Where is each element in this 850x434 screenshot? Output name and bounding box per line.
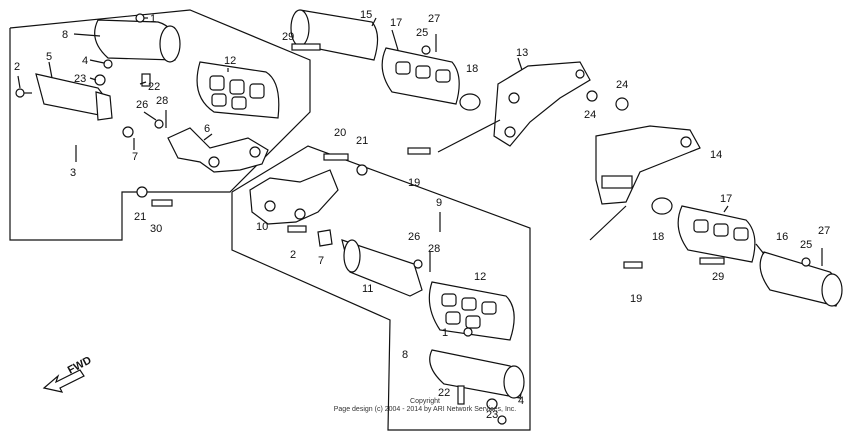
callout-8: 8 xyxy=(402,349,408,361)
callout-4: 4 xyxy=(518,395,524,407)
callout-8: 8 xyxy=(62,29,68,41)
bracket-13 xyxy=(493,61,591,147)
callout-28: 28 xyxy=(156,95,168,107)
step-rubber-16-right xyxy=(759,251,843,307)
group-outline-left xyxy=(9,9,311,241)
step-bar-11 xyxy=(341,239,423,297)
callout-2: 2 xyxy=(14,61,20,73)
callout-1: 1 xyxy=(150,13,156,25)
callout-22: 22 xyxy=(148,81,160,93)
callout-23: 23 xyxy=(74,73,86,85)
callout-10: 10 xyxy=(256,221,268,233)
callout-21: 21 xyxy=(356,135,368,147)
callout-16: 16 xyxy=(776,231,788,243)
callout-7: 7 xyxy=(132,151,138,163)
callout-11: 11 xyxy=(362,283,373,295)
callout-29: 29 xyxy=(282,31,294,43)
callout-25: 25 xyxy=(800,239,812,251)
callout-27: 27 xyxy=(428,13,440,25)
callout-17: 17 xyxy=(720,193,732,205)
callout-12: 12 xyxy=(474,271,486,283)
callout-12: 12 xyxy=(224,55,236,67)
copyright-text: Page design (c) 2004 - 2014 by ARI Netwo… xyxy=(333,406,517,413)
callout-2: 2 xyxy=(290,249,296,261)
callout-18: 18 xyxy=(652,231,664,243)
callout-19: 19 xyxy=(630,293,642,305)
callout-24: 24 xyxy=(584,109,596,121)
callout-30: 30 xyxy=(150,223,162,235)
callout-9: 9 xyxy=(436,197,442,209)
bracket-6-left xyxy=(167,127,269,173)
callout-7: 7 xyxy=(318,255,324,267)
callout-14: 14 xyxy=(710,149,722,161)
callout-1: 1 xyxy=(442,327,448,339)
callout-5: 5 xyxy=(46,51,52,63)
callout-26: 26 xyxy=(136,99,148,111)
callout-19: 19 xyxy=(408,177,420,189)
bracket-14 xyxy=(595,125,701,205)
step-rubber-12-center xyxy=(428,281,515,341)
callout-29: 29 xyxy=(712,271,724,283)
step-rubber-17-top xyxy=(381,47,460,105)
callout-21: 21 xyxy=(134,211,146,223)
callout-22: 22 xyxy=(438,387,450,399)
callout-18: 18 xyxy=(466,63,478,75)
step-bar-5-left xyxy=(35,73,113,121)
callout-20: 20 xyxy=(334,127,346,139)
callout-3: 3 xyxy=(70,167,76,179)
callout-28: 28 xyxy=(428,243,440,255)
callout-26: 26 xyxy=(408,231,420,243)
step-rubber-8-center xyxy=(429,349,525,399)
step-rubber-17-right xyxy=(677,205,756,263)
callout-6: 6 xyxy=(204,123,210,135)
callout-23: 23 xyxy=(486,409,498,421)
callout-24: 24 xyxy=(616,79,628,91)
copyright-title: Copyright xyxy=(410,398,440,405)
callout-25: 25 xyxy=(416,27,428,39)
callout-17: 17 xyxy=(390,17,402,29)
callout-27: 27 xyxy=(818,225,830,237)
bracket-10 xyxy=(249,169,339,225)
fwd-arrow: FWD xyxy=(42,356,94,393)
callout-15: 15 xyxy=(360,9,372,21)
step-rubber-8-left xyxy=(94,19,181,63)
callout-4: 4 xyxy=(82,55,88,67)
callout-13: 13 xyxy=(516,47,528,59)
step-rubber-12-left xyxy=(196,61,280,119)
